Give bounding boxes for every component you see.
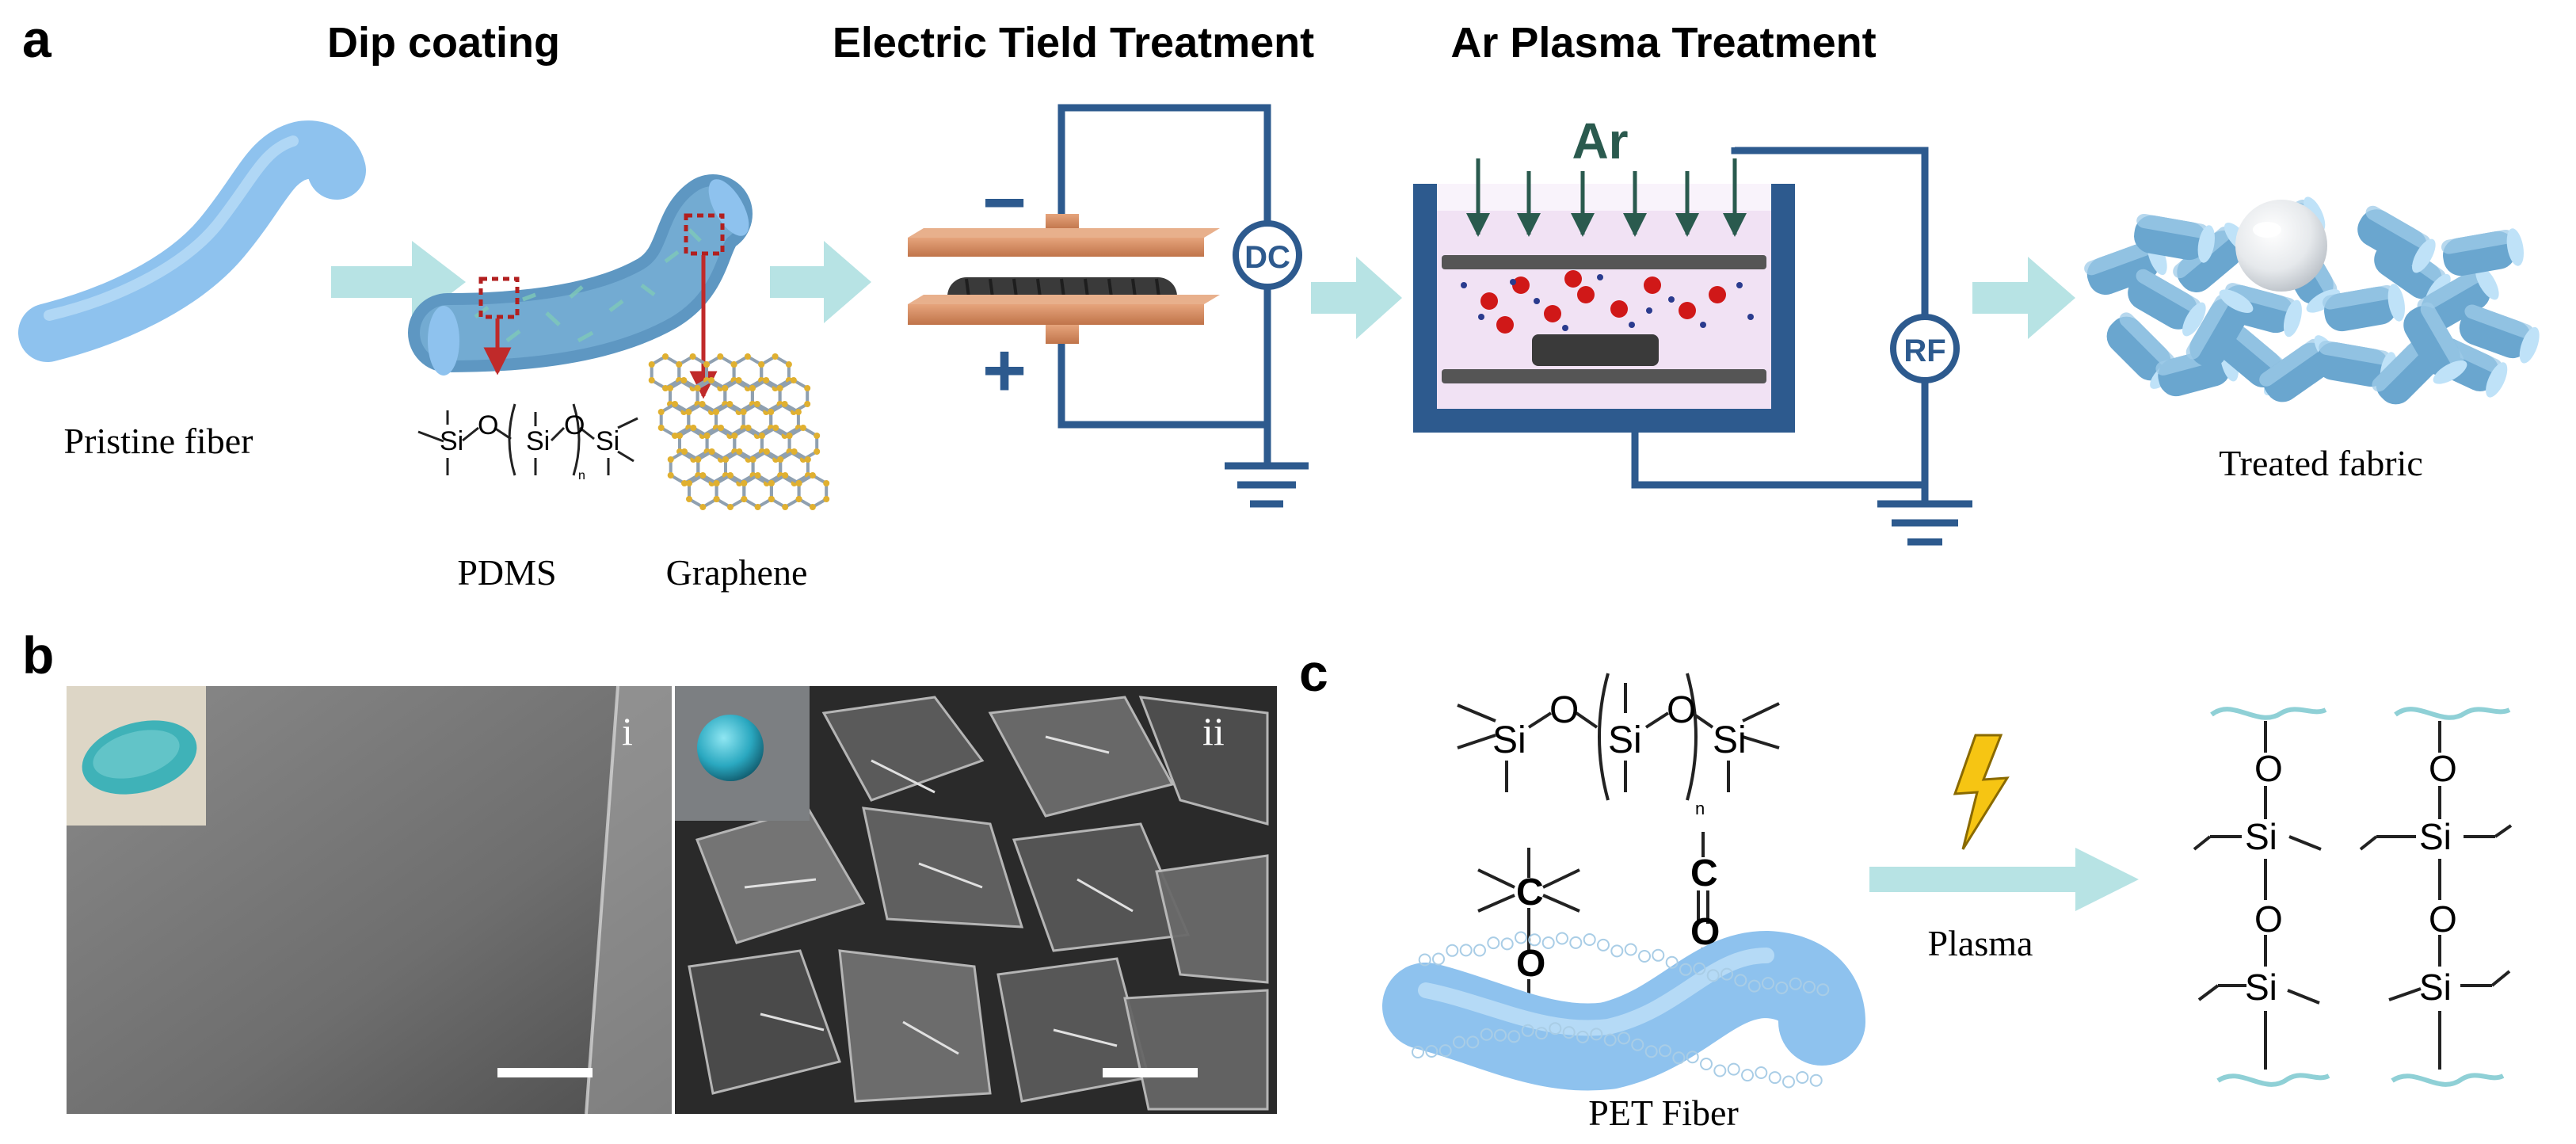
plasma-arrow — [1869, 848, 2139, 911]
network-labels: O Si O Si O Si O Si — [2245, 748, 2457, 1008]
minus-sign: − — [982, 160, 1027, 245]
plasma-sample — [1532, 334, 1659, 366]
sem-image-i: i — [67, 685, 672, 1115]
panel-b: b i ii — [22, 626, 1277, 1115]
graphene-lattice — [648, 353, 830, 510]
sem-ii-label: ii — [1202, 709, 1225, 753]
net-si-2: Si — [2245, 967, 2277, 1008]
process-arrow-4 — [1972, 257, 2075, 339]
treated-fabric — [2084, 196, 2540, 405]
step-title-dip-coating: Dip coating — [327, 19, 560, 67]
plasma-chamber: RF Ar — [1413, 112, 1972, 546]
panel-a-letter: a — [22, 10, 52, 68]
pdms-structure-labels: Si O Si O Si n — [440, 410, 619, 482]
pdms-large-si-2: Si — [1608, 719, 1642, 761]
pdms-o-2: O — [564, 410, 585, 440]
sem-i-label: i — [622, 709, 633, 753]
net-o-1: O — [2254, 748, 2283, 789]
c-atom-1: C — [1516, 871, 1544, 913]
top-electrode — [908, 238, 1204, 257]
crosslinked-network: O Si O Si O Si O Si — [2193, 707, 2513, 1087]
net-si-3: Si — [2419, 816, 2452, 857]
scale-bar-i — [497, 1068, 593, 1077]
pdms-large-o-2: O — [1667, 689, 1696, 731]
panel-a: a Dip coating Electric Tield Treatment A… — [18, 10, 2540, 593]
step-title-plasma: Ar Plasma Treatment — [1450, 19, 1876, 67]
lower-electrode — [1442, 369, 1766, 383]
pdms-structure-large — [1457, 673, 1780, 801]
plus-sign: + — [982, 328, 1027, 413]
pdms-large-o-1: O — [1549, 689, 1579, 731]
ar-gas-label: Ar — [1572, 112, 1628, 170]
pdms-si-1: Si — [440, 426, 463, 456]
pdms-large-labels: Si O Si O Si n — [1492, 689, 1747, 818]
pdms-label: PDMS — [457, 552, 556, 593]
plasma-particles — [1461, 270, 1754, 334]
dc-source-icon — [1233, 220, 1302, 290]
net-o-2: O — [2254, 898, 2283, 940]
lightning-bolt-icon — [1953, 734, 2010, 850]
step-title-electric-field: Electric Tield Treatment — [833, 19, 1314, 67]
net-o-3: O — [2429, 748, 2457, 789]
bottom-electrode — [908, 304, 1204, 325]
process-arrow-3 — [1311, 257, 1402, 339]
pdms-si-2: Si — [526, 426, 550, 456]
dc-label: DC — [1244, 240, 1290, 275]
plasma-label: Plasma — [1928, 923, 2033, 963]
pet-fiber — [1382, 930, 1865, 1091]
upper-electrode — [1442, 255, 1766, 269]
panel-c-letter: c — [1299, 643, 1328, 702]
treated-fabric-label: Treated fabric — [2219, 443, 2423, 483]
pet-fiber-label: PET Fiber — [1588, 1093, 1739, 1133]
electric-field-apparatus: DC − + — [908, 104, 1309, 508]
panel-c: c Si O Si O Si n — [1299, 643, 2513, 1133]
pdms-si-3: Si — [596, 426, 619, 456]
carbon-group-labels: C O C O — [1516, 852, 1720, 985]
pristine-fiber — [18, 120, 366, 362]
c-atom-2: C — [1690, 852, 1718, 894]
rf-source-icon — [1890, 314, 1960, 383]
graphene-label: Graphene — [666, 552, 808, 593]
graphene-zoom-box — [684, 213, 725, 256]
ar-flow-arrows — [1466, 158, 1747, 237]
rf-label: RF — [1903, 334, 1945, 368]
pdms-n: n — [578, 469, 585, 482]
net-si-4: Si — [2419, 967, 2452, 1008]
sem-image-ii: ii — [675, 686, 1277, 1114]
pdms-large-si-1: Si — [1492, 719, 1526, 761]
process-arrow-2 — [770, 241, 871, 323]
graphene-flakes — [688, 696, 1269, 1111]
pdms-zoom-box — [478, 276, 520, 319]
net-si-1: Si — [2245, 816, 2277, 857]
pristine-fiber-label: Pristine fiber — [64, 421, 253, 461]
o-atom-1: O — [1516, 943, 1545, 985]
net-o-4: O — [2429, 898, 2457, 940]
panel-b-letter: b — [22, 626, 54, 684]
coated-fiber — [408, 174, 753, 399]
pdms-large-si-3: Si — [1713, 719, 1747, 761]
scale-bar-ii — [1103, 1068, 1198, 1077]
pdms-o-1: O — [478, 410, 498, 440]
pdms-large-n: n — [1695, 799, 1705, 818]
pdms-structure-small — [417, 403, 638, 476]
